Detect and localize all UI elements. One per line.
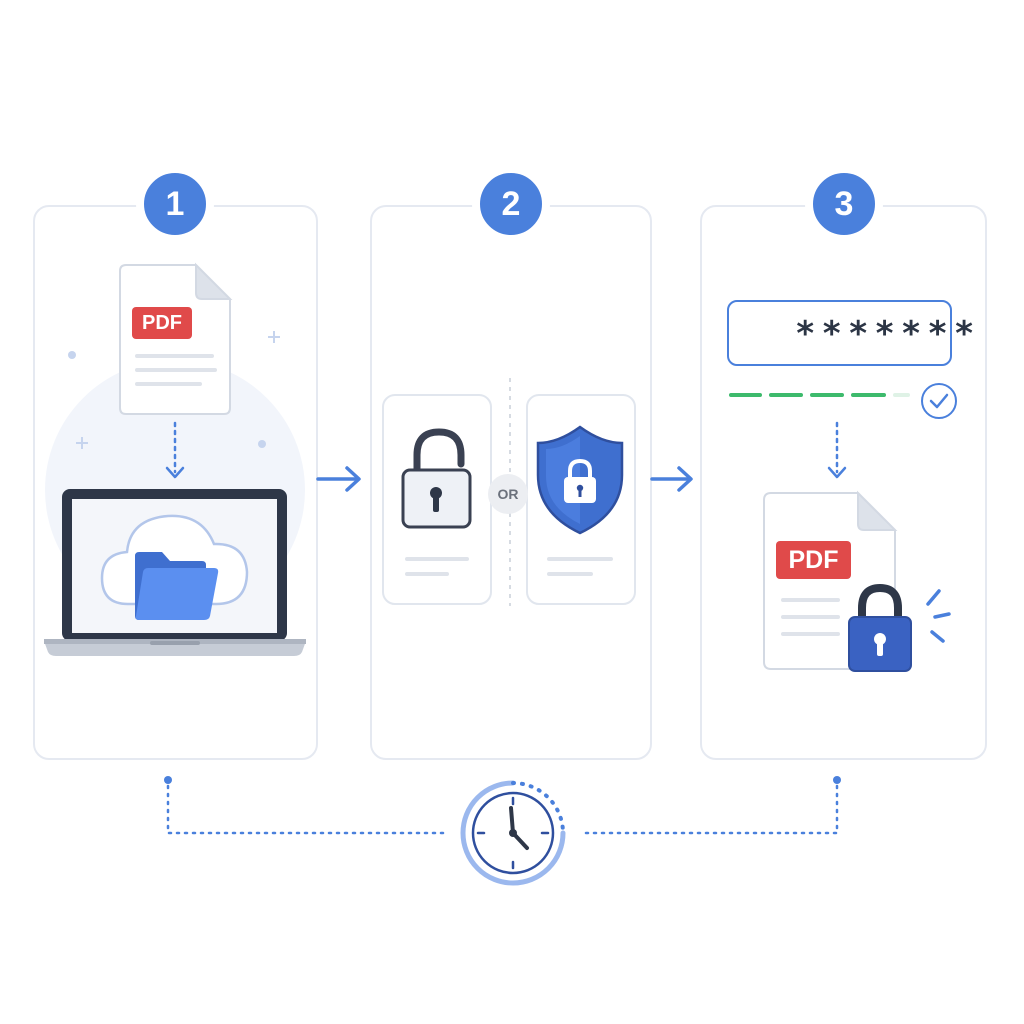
arrow-right-icon xyxy=(650,466,693,492)
step-3-panel xyxy=(700,205,987,760)
step-2-badge: 2 xyxy=(472,165,550,243)
arrow-down-icon xyxy=(165,421,185,479)
sparkle-dot xyxy=(258,440,266,448)
password-mask: ******* xyxy=(795,314,981,354)
step-1-badge: 1 xyxy=(136,165,214,243)
clock-icon xyxy=(460,780,566,886)
or-badge: OR xyxy=(488,474,528,514)
timeline-connector xyxy=(164,776,841,835)
password-field[interactable]: ******* xyxy=(727,300,974,366)
folder-icon xyxy=(135,552,219,620)
shield-lock-icon xyxy=(536,425,624,535)
emphasis-rays xyxy=(926,589,951,643)
sparkle-plus xyxy=(76,331,280,449)
step-3-badge: 3 xyxy=(805,165,883,243)
arrow-right-icon xyxy=(316,466,361,492)
pdf-file-icon xyxy=(119,262,233,415)
padlock-icon xyxy=(848,583,912,672)
sparkle-dot xyxy=(68,351,76,359)
checkmark-icon xyxy=(921,383,957,419)
pdf-label: PDF xyxy=(776,541,851,579)
pdf-label: PDF xyxy=(132,307,192,339)
unlocked-padlock-icon xyxy=(401,428,472,529)
arrow-down-icon xyxy=(827,421,847,479)
